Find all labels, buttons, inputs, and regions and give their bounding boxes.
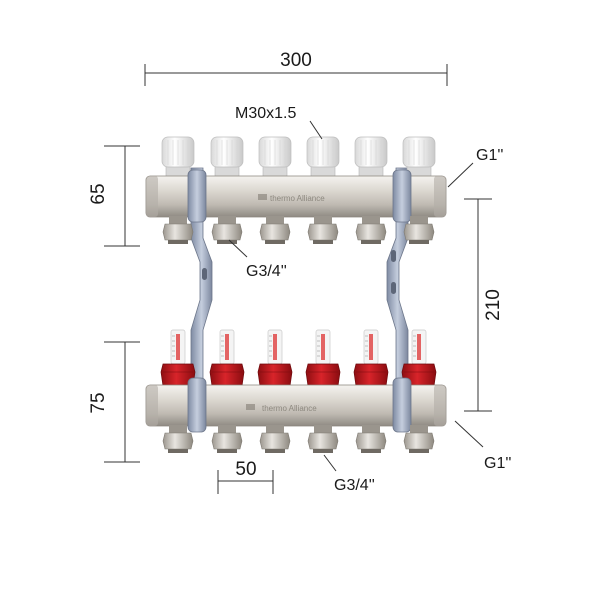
callout-top-inlet: G1'': [447, 147, 503, 188]
outlet-fitting: [355, 425, 387, 453]
flowmeters: [160, 329, 437, 387]
flowmeter: [305, 329, 341, 387]
outlet-fitting: [259, 425, 291, 453]
callout-bottom-inlet-label: G1'': [484, 455, 511, 472]
outlet-fitting: [211, 425, 243, 453]
dim-outlet-pitch: 50: [217, 459, 274, 494]
callout-top-outlet-label: G3/4'': [246, 263, 287, 280]
dim-bottom-height: 75: [88, 341, 140, 463]
callout-bottom-inlet: G1'': [454, 420, 511, 472]
callout-bottom-outlet-label: G3/4'': [334, 477, 375, 494]
outlet-fitting: [162, 216, 194, 244]
bottom-outlets: [162, 425, 435, 453]
outlet-fitting: [211, 216, 243, 244]
callout-top-inlet-label: G1'': [476, 147, 503, 164]
valve-cap: [354, 136, 388, 178]
top-manifold: thermo Alliance: [145, 136, 447, 244]
flowmeter: [160, 329, 196, 387]
callout-bottom-outlet: G3/4'': [323, 454, 375, 494]
dim-top-height-label: 65: [88, 183, 109, 204]
dim-top-height: 65: [88, 145, 140, 247]
valve-caps: [161, 136, 436, 178]
flowmeter: [353, 329, 389, 387]
valve-cap: [402, 136, 436, 178]
top-bar-logo: thermo Alliance: [270, 194, 325, 203]
dim-bar-spacing: 210: [464, 198, 504, 412]
callout-thread-cap-label: M30x1.5: [235, 105, 296, 122]
outlet-fitting: [307, 425, 339, 453]
flowmeter: [209, 329, 245, 387]
outlet-fitting: [307, 216, 339, 244]
bottom-manifold: thermo Alliance: [145, 329, 447, 453]
outlet-fitting: [259, 216, 291, 244]
top-outlets: [162, 216, 435, 244]
outlet-fitting: [403, 216, 435, 244]
dim-bottom-height-label: 75: [88, 392, 109, 413]
dim-overall-width-label: 300: [280, 50, 312, 71]
valve-cap: [258, 136, 292, 178]
flowmeter: [257, 329, 293, 387]
outlet-fitting: [355, 216, 387, 244]
dim-bar-spacing-label: 210: [483, 289, 504, 321]
callout-thread-cap: M30x1.5: [235, 105, 323, 140]
outlet-fitting: [403, 425, 435, 453]
outlet-fitting: [162, 425, 194, 453]
callout-top-outlet: G3/4'': [228, 239, 287, 280]
dim-outlet-pitch-label: 50: [235, 459, 256, 480]
valve-cap: [161, 136, 195, 178]
valve-cap: [210, 136, 244, 178]
valve-cap: [306, 136, 340, 178]
bottom-bar-logo: thermo Alliance: [262, 404, 317, 413]
dim-overall-width: 300: [144, 50, 448, 86]
